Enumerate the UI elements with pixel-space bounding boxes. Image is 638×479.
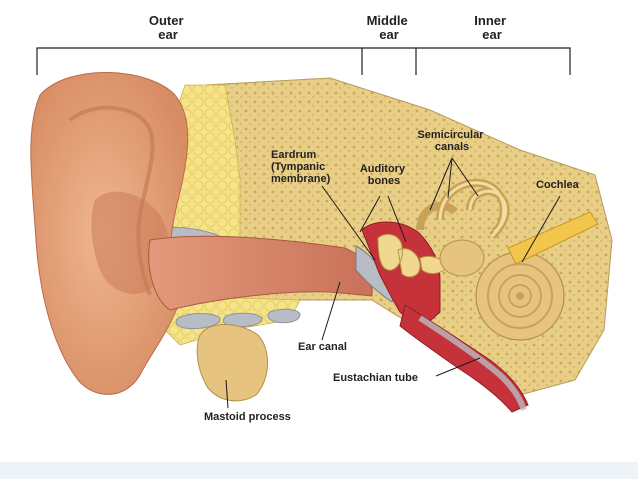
cartilage-3 [175,313,221,329]
label-semicircular-canals: Semicircular canals [417,129,486,153]
leader-auditory-bones-1 [359,195,381,233]
label-eardrum: Eardrum (Tympanic membrane) [271,149,331,185]
cartilage-5 [267,308,301,324]
section-brackets [36,47,571,75]
eustachian-lining [418,315,527,412]
label-eustachian-tube: Eustachian tube [333,372,418,384]
label-auditory-bones: Auditory bones [360,163,408,187]
leader-auditory-bones-2 [387,195,407,243]
leader-ear-canal [321,281,341,341]
leader-semicircular-1 [429,157,453,211]
leader-eustachian-tube [435,357,481,377]
mastoid-process-shape [196,324,269,402]
leader-eardrum [321,185,376,261]
eardrum [355,245,397,303]
label-ear-canal: Ear canal [298,341,347,353]
bottom-band [0,462,638,479]
leader-semicircular-3 [451,157,479,197]
vestibule [439,239,485,277]
leader-mastoid-process [225,379,229,409]
section-label-middle: Middle ear [367,13,412,42]
ear-canal-shape [148,235,373,311]
leader-lines [225,157,561,409]
cartilage-4 [222,312,263,328]
cochlea-shape [475,251,565,341]
section-label-outer: Outer ear [149,13,187,42]
leader-cochlea [521,195,561,263]
auditory-nerve [507,211,599,265]
section-label-inner: Inner ear [474,13,509,42]
leader-semicircular-2 [447,157,453,199]
eustachian-tube-shape [399,304,529,413]
label-cochlea: Cochlea [536,179,580,191]
label-mastoid-process: Mastoid process [204,411,291,423]
